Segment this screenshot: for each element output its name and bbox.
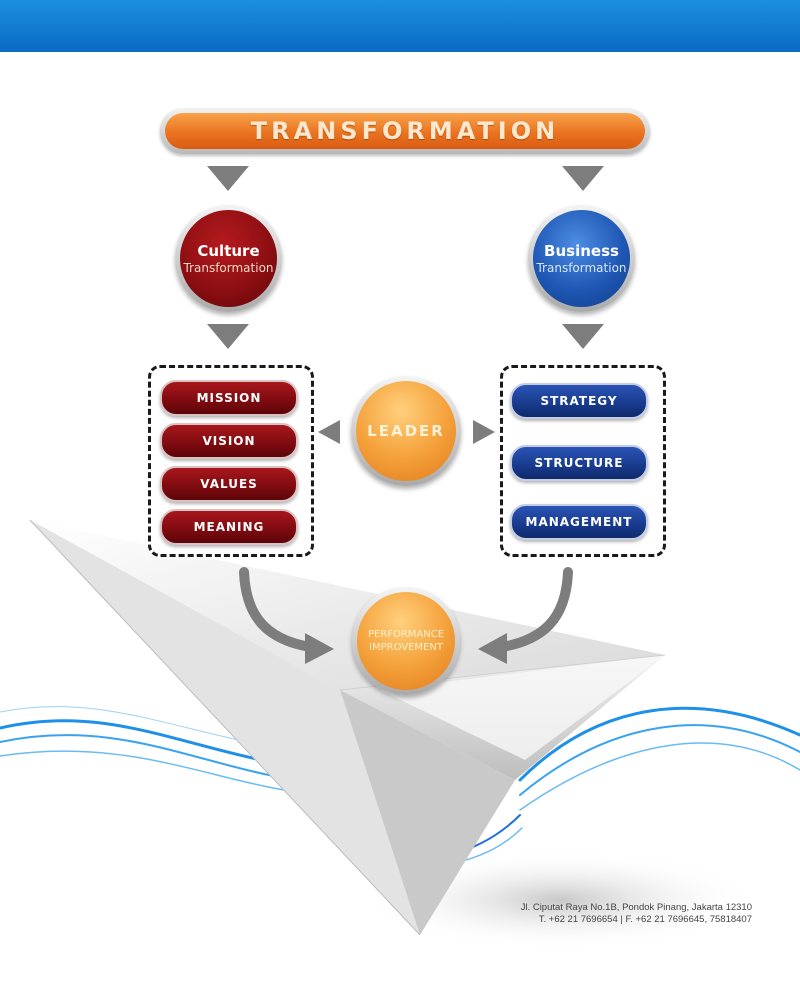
leader-circle: LEADER [351, 376, 461, 486]
vision-pill: VISION [160, 423, 298, 459]
curved-arrow-icon [497, 567, 573, 652]
address-block: Jl. Ciputat Raya No.1B, Pondok Pinang, J… [460, 902, 752, 926]
curved-arrow-head-icon [478, 633, 507, 664]
business-subtitle: Transformation [536, 260, 627, 275]
meaning-pill: MEANING [160, 509, 298, 545]
left-arrow-icon [318, 420, 340, 444]
performance-line1: PERFORMANCE [367, 629, 445, 640]
structure-pill: STRUCTURE [510, 445, 648, 481]
down-arrow-icon [207, 324, 249, 349]
address-line: Jl. Ciputat Raya No.1B, Pondok Pinang, J… [520, 902, 752, 913]
values-pill: VALUES [160, 466, 298, 502]
management-pill: MANAGEMENT [510, 504, 648, 540]
down-arrow-icon [562, 324, 604, 349]
strategy-pill: STRATEGY [510, 383, 648, 419]
culture-title: Culture [197, 241, 260, 260]
mission-pill: MISSION [160, 380, 298, 416]
down-arrow-icon [207, 166, 249, 191]
curved-arrow-icon [239, 567, 315, 652]
culture-subtitle: Transformation [183, 260, 274, 275]
performance-circle: PERFORMANCE IMPROVEMENT [352, 587, 460, 695]
transformation-title: TRANSFORMATION [165, 113, 645, 149]
down-arrow-icon [562, 166, 604, 191]
leader-label: LEADER [367, 422, 445, 440]
culture-circle: Culture Transformation [175, 205, 282, 312]
business-circle: Business Transformation [528, 205, 635, 312]
curved-arrow-head-icon [305, 633, 334, 664]
right-arrow-icon [473, 420, 495, 444]
contact-line: T. +62 21 7696654 | F. +62 21 7696645, 7… [538, 914, 752, 925]
header-bar [0, 0, 800, 52]
business-title: Business [544, 241, 619, 260]
transformation-banner: TRANSFORMATION [160, 108, 650, 154]
performance-line2: IMPROVEMENT [369, 642, 443, 653]
